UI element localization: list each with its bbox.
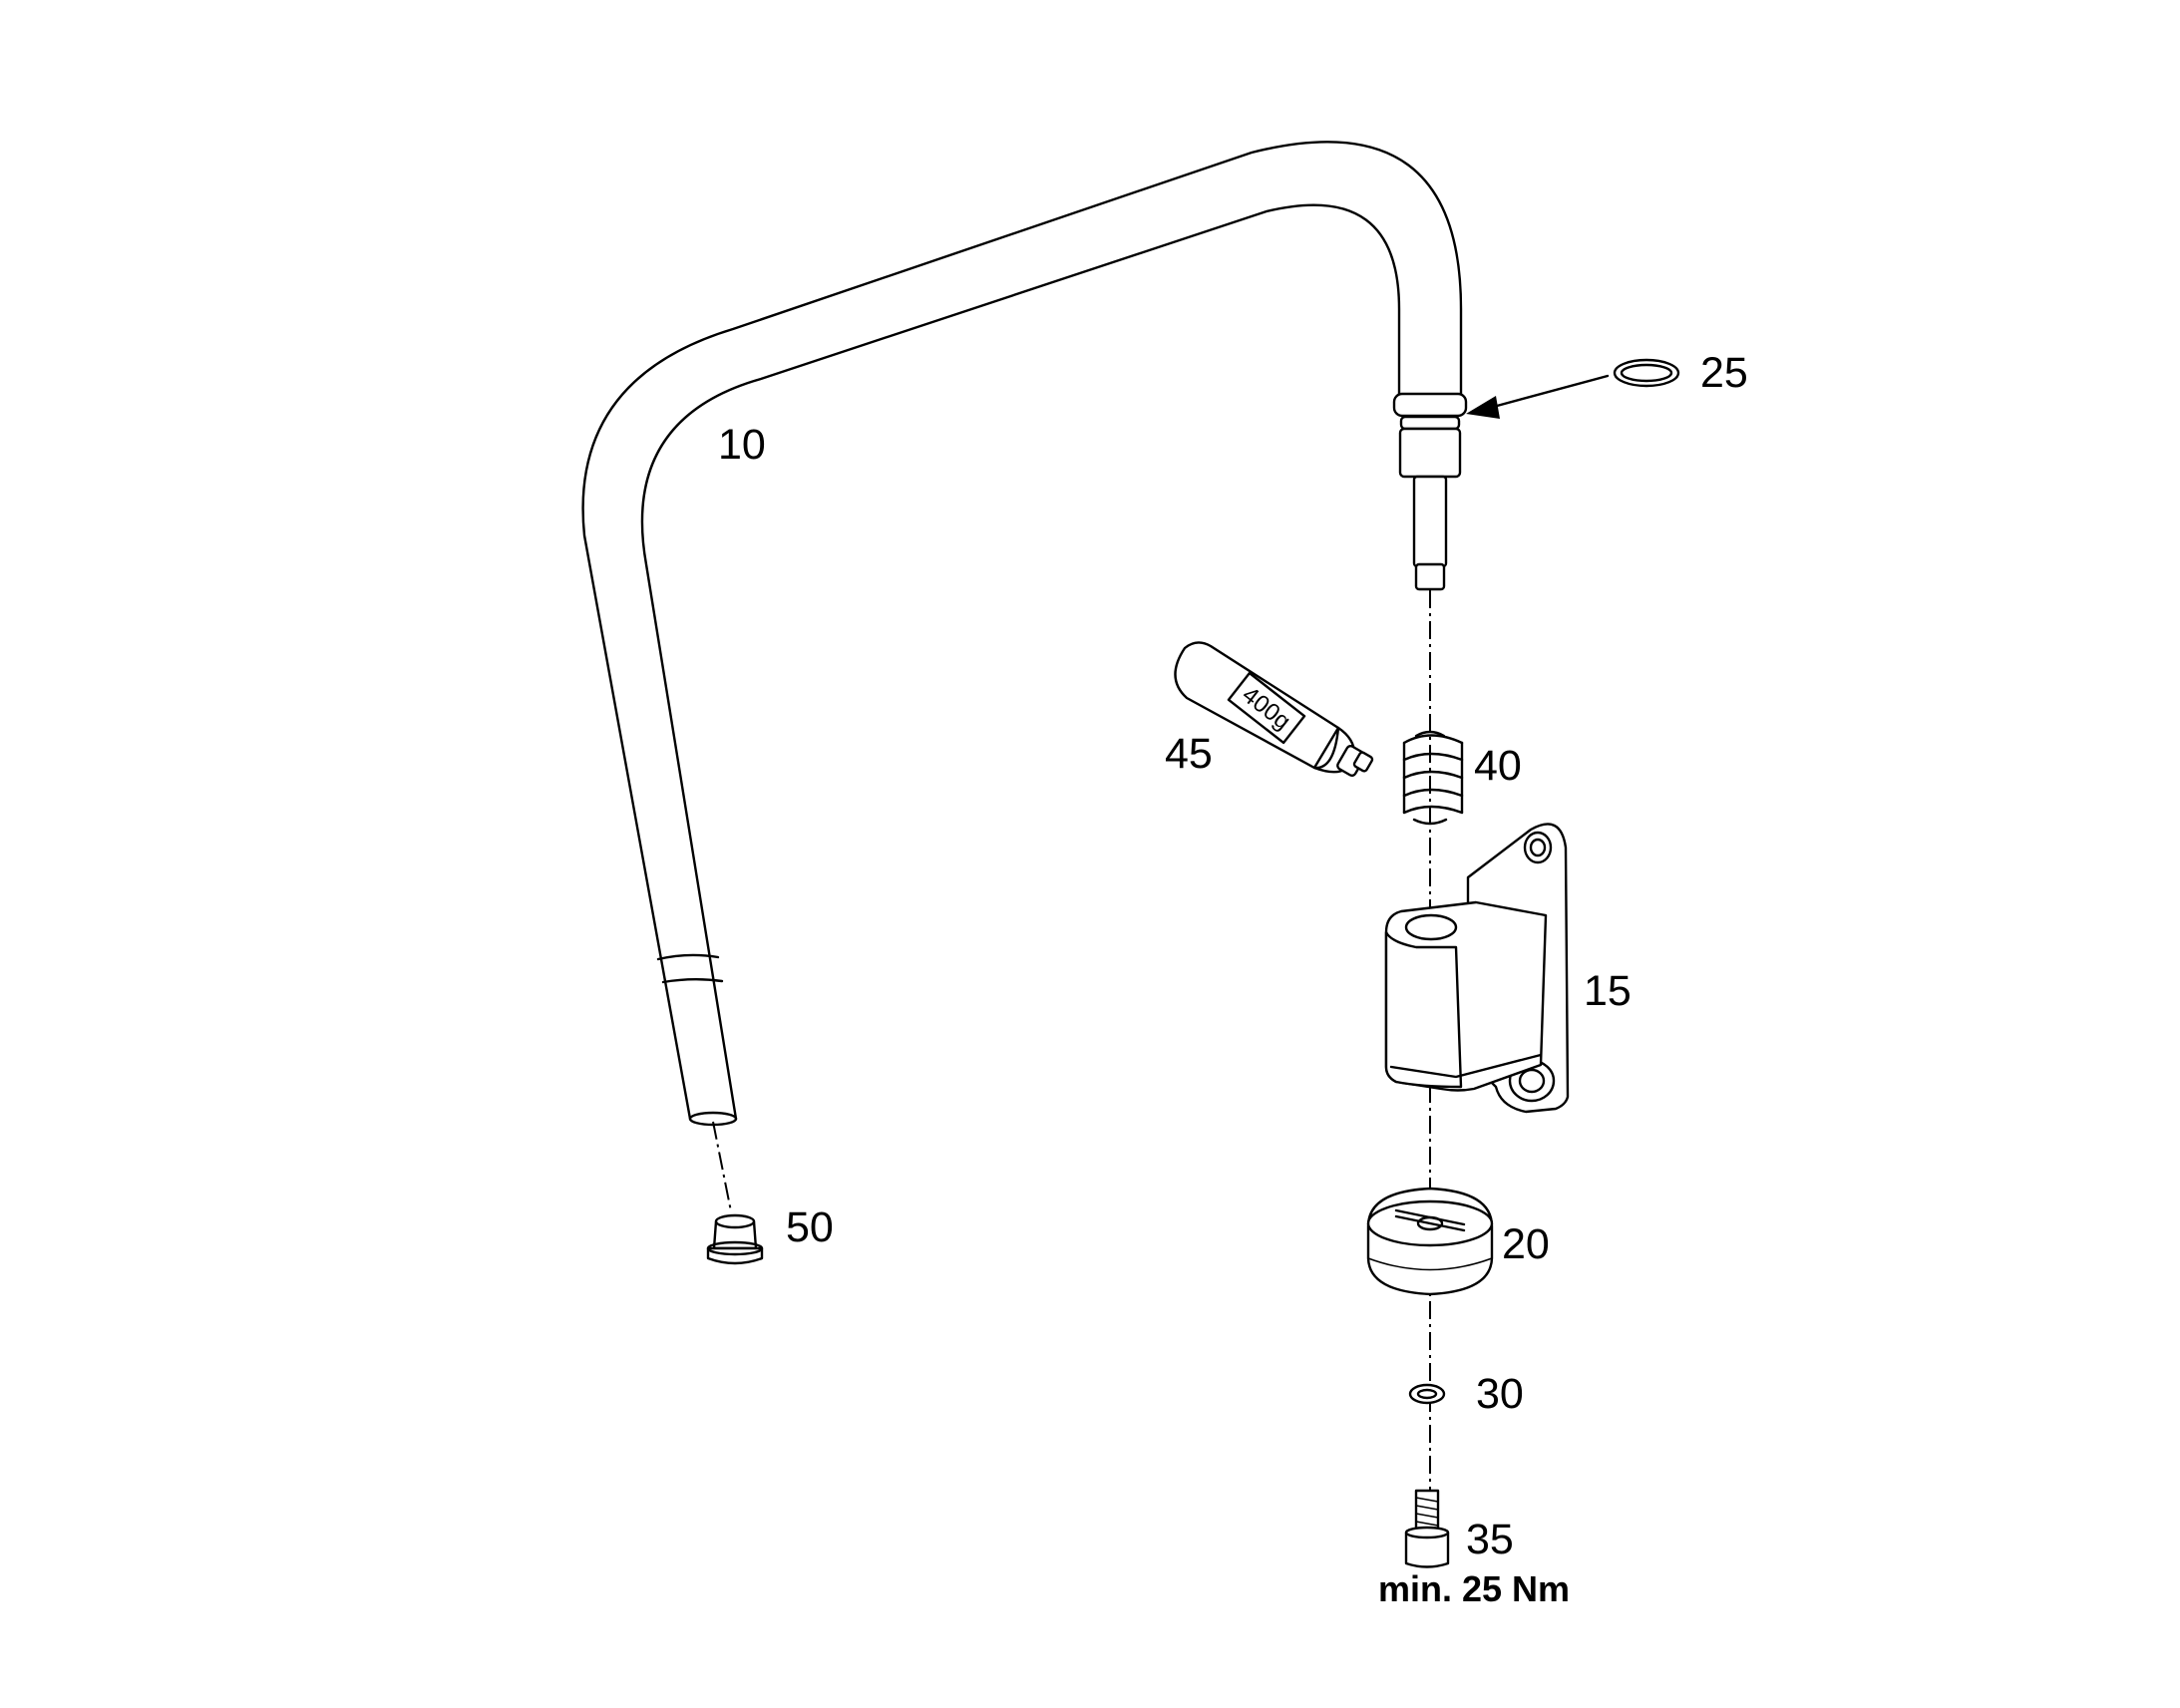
- part-35-screw: [1404, 1489, 1450, 1568]
- callout-35: 35: [1466, 1516, 1514, 1563]
- callout-25: 25: [1700, 349, 1748, 397]
- tube-end-fitting: [1392, 374, 1610, 591]
- callout-20: 20: [1502, 1220, 1550, 1268]
- callout-30: 30: [1476, 1370, 1524, 1418]
- part-50-end-plug: [706, 1213, 764, 1265]
- callout-15: 15: [1584, 967, 1632, 1015]
- torque-note: min. 25 Nm: [1378, 1568, 1570, 1609]
- callout-10: 10: [718, 421, 766, 469]
- callout-45: 45: [1165, 730, 1213, 778]
- callout-50: 50: [786, 1203, 834, 1251]
- part-10-tube: [581, 141, 1463, 1127]
- part-45-grease-tube: 400g: [1174, 641, 1374, 777]
- part-40-spring: [1402, 730, 1464, 826]
- center-axis-left: [712, 1121, 732, 1212]
- callout-40: 40: [1474, 742, 1522, 790]
- part-15-bracket: [1384, 823, 1570, 1114]
- part-20-cap: [1366, 1187, 1494, 1296]
- part-25-o-ring: [1613, 358, 1680, 388]
- part-30-washer: [1408, 1383, 1446, 1405]
